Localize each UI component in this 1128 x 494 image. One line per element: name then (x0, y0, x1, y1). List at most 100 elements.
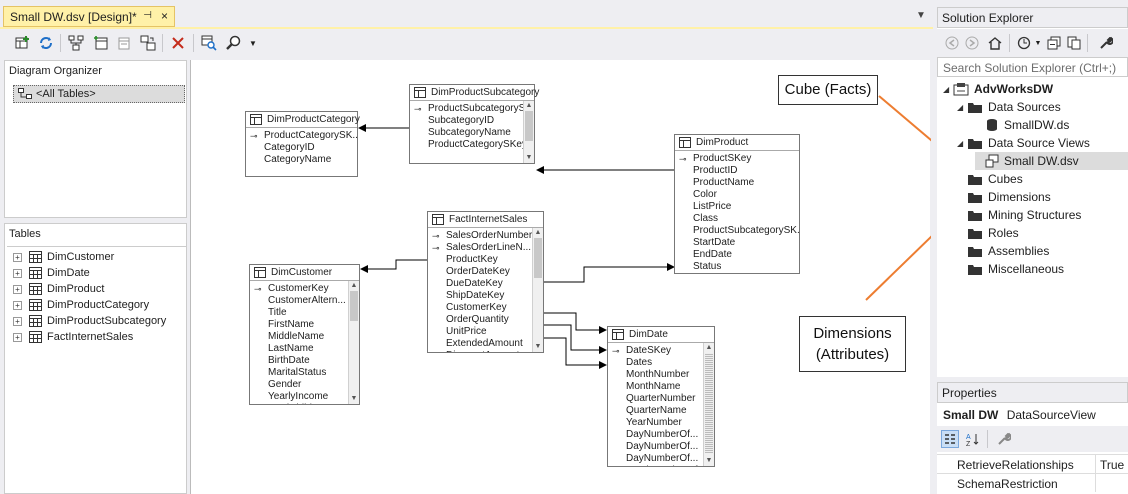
table-column[interactable]: ProductSubcategorySK... (675, 225, 799, 237)
table-column[interactable]: SubcategoryName (410, 127, 534, 139)
scroll-down-icon[interactable]: ▼ (705, 457, 713, 464)
table-column[interactable]: TotalChildren (250, 403, 359, 404)
table-column[interactable]: ShipDateKey (428, 290, 543, 302)
delete-icon[interactable] (169, 34, 187, 52)
table-column[interactable]: MiddleName (250, 331, 359, 343)
diagram-canvas[interactable]: DimProductSubcategory ⊸ProductSubcategory… (190, 60, 931, 494)
tree-item-assemblies[interactable]: Assemblies (967, 242, 1049, 260)
table-column[interactable]: ⊸ProductSKey (675, 153, 799, 165)
table-column[interactable]: ⊸ProductSubcategorySK... (410, 103, 534, 115)
table-column[interactable]: DayNumberOf... (608, 429, 714, 441)
table-scrollbar[interactable]: ▲▼ (523, 101, 534, 163)
table-column[interactable]: EndDate (675, 249, 799, 261)
tables-list-item[interactable]: +DimCustomer (13, 249, 114, 265)
table-column[interactable]: WeekNumberOf... (608, 465, 714, 466)
expand-icon[interactable]: + (13, 284, 22, 294)
forward-icon[interactable] (963, 34, 981, 52)
scroll-up-icon[interactable]: ▲ (534, 229, 542, 236)
table-dim-product-subcategory[interactable]: DimProductSubcategory ⊸ProductSubcategory… (409, 84, 539, 164)
tree-item-smalldw-ds[interactable]: SmallDW.ds (985, 116, 1069, 134)
table-header[interactable]: DimProductSubcategory (410, 85, 539, 101)
tree-item-miscellaneous[interactable]: Miscellaneous (967, 260, 1064, 278)
categorized-icon[interactable] (941, 430, 959, 448)
replace-table-icon[interactable] (139, 34, 157, 52)
table-column[interactable]: LastName (250, 343, 359, 355)
document-tab[interactable]: Small DW.dsv [Design]* ⊣ × (3, 6, 175, 27)
property-pages-icon[interactable] (995, 430, 1013, 448)
tables-list-item[interactable]: +FactInternetSales (13, 329, 133, 345)
new-relationship-icon[interactable] (116, 34, 134, 52)
table-column[interactable]: DayNumberOf... (608, 453, 714, 465)
table-column[interactable]: BirthDate (250, 355, 359, 367)
table-column[interactable]: ⊸ProductCategorySK... (246, 130, 357, 142)
expand-icon[interactable]: + (13, 300, 22, 310)
arrange-tables-icon[interactable] (67, 34, 85, 52)
scroll-down-icon[interactable]: ▼ (525, 154, 533, 161)
tables-list-item[interactable]: +DimProductCategory (13, 297, 149, 313)
table-column[interactable]: FirstName (250, 319, 359, 331)
expand-icon[interactable]: + (13, 268, 22, 278)
refresh-icon[interactable] (37, 34, 55, 52)
table-scrollbar[interactable]: ▲▼ (532, 228, 543, 352)
scroll-thumb[interactable] (705, 353, 713, 453)
table-column[interactable]: Title (250, 307, 359, 319)
property-row[interactable]: SchemaRestriction (937, 473, 1128, 492)
tree-item-mining-structures[interactable]: Mining Structures (967, 206, 1081, 224)
table-column[interactable]: UnitPrice (428, 326, 543, 338)
table-column[interactable]: YearNumber (608, 417, 714, 429)
tree-item-cubes[interactable]: Cubes (967, 170, 1023, 188)
tables-list-item[interactable]: +DimProduct (13, 281, 104, 297)
tree-item-data-sources[interactable]: ◢ Data Sources (957, 100, 1061, 114)
pin-icon[interactable]: ⊣ (143, 10, 152, 21)
table-column[interactable]: Color (675, 189, 799, 201)
zoom-icon[interactable] (225, 34, 243, 52)
pending-changes-dropdown-icon[interactable]: ▼ (1034, 39, 1042, 47)
scroll-down-icon[interactable]: ▼ (534, 343, 542, 350)
table-scrollbar[interactable]: ▲▼ (703, 343, 714, 466)
show-all-files-icon[interactable] (1065, 34, 1083, 52)
table-column[interactable]: ProductCategorySKey (410, 139, 534, 151)
scroll-thumb[interactable] (350, 291, 358, 321)
table-column[interactable]: CustomerAltern... (250, 295, 359, 307)
table-column[interactable]: MaritalStatus (250, 367, 359, 379)
scroll-down-icon[interactable]: ▼ (350, 395, 358, 402)
table-column[interactable]: ⊸SalesOrderLineN... (428, 242, 543, 254)
find-table-icon[interactable] (200, 34, 218, 52)
table-column[interactable]: ProductName (675, 177, 799, 189)
table-header[interactable]: DimProductCategory (246, 112, 360, 128)
table-header[interactable]: DimDate (608, 327, 714, 343)
table-column[interactable]: MonthName (608, 381, 714, 393)
properties-object-selector[interactable]: Small DW DataSourceView (937, 404, 1128, 424)
property-row[interactable]: RetrieveRelationships True (937, 454, 1128, 473)
table-column[interactable]: DiscountAmount (428, 350, 543, 352)
table-column[interactable]: CategoryName (246, 154, 357, 166)
scroll-up-icon[interactable]: ▲ (350, 282, 358, 289)
table-column[interactable]: CategoryID (246, 142, 357, 154)
zoom-dropdown-icon[interactable]: ▼ (249, 38, 257, 48)
new-named-query-icon[interactable] (92, 34, 110, 52)
table-column[interactable]: DueDateKey (428, 278, 543, 290)
diagram-item-all-tables[interactable]: <All Tables> (13, 85, 185, 103)
table-column[interactable]: CustomerKey (428, 302, 543, 314)
table-column[interactable]: DayNumberOf... (608, 441, 714, 453)
scroll-up-icon[interactable]: ▲ (525, 102, 533, 109)
tree-item-small-dw-dsv[interactable]: Small DW.dsv (975, 152, 1128, 170)
table-column[interactable]: ⊸SalesOrderNumber (428, 230, 543, 242)
tree-item-roles[interactable]: Roles (967, 224, 1019, 242)
scroll-thumb[interactable] (534, 238, 542, 278)
scroll-up-icon[interactable]: ▲ (705, 344, 713, 351)
table-column[interactable]: ListPrice (675, 201, 799, 213)
expand-icon[interactable]: + (13, 332, 22, 342)
pending-changes-icon[interactable] (1015, 34, 1033, 52)
tree-item-data-source-views[interactable]: ◢ Data Source Views (957, 136, 1090, 150)
tables-list-item[interactable]: +DimProductSubcategory (13, 313, 166, 329)
table-column[interactable]: Class (675, 213, 799, 225)
tree-item-dimensions[interactable]: Dimensions (967, 188, 1051, 206)
scroll-thumb[interactable] (525, 111, 533, 141)
table-column[interactable]: StartDate (675, 237, 799, 249)
table-fact-internet-sales[interactable]: FactInternetSales⊸SalesOrderNumber⊸Sales… (427, 211, 544, 353)
search-input[interactable]: Search Solution Explorer (Ctrl+;) (937, 57, 1128, 77)
